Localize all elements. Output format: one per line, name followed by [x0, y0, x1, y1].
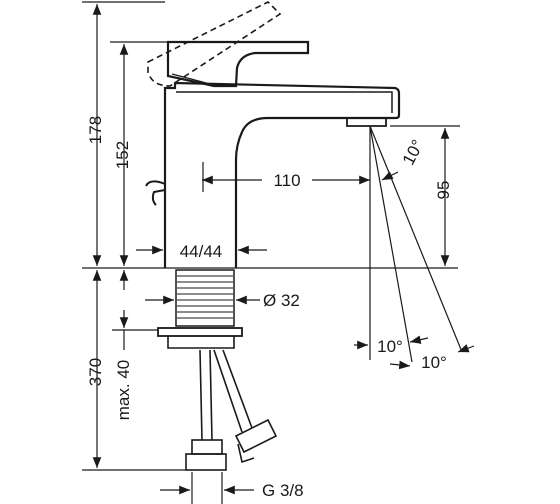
dim-shank-diameter: Ø 32 [263, 291, 300, 310]
dim-total-height: 178 [86, 116, 105, 144]
dim-angle-spray-right: 10° [421, 353, 447, 372]
dim-projection: 110 [273, 171, 300, 190]
dim-hose-length: 370 [86, 358, 105, 386]
dim-angle-spray-left: 10° [377, 337, 403, 356]
dim-outlet-height: 95 [434, 181, 453, 200]
shank-assembly [157, 269, 278, 471]
dim-spout-height: 152 [113, 141, 132, 169]
dim-max-thickness: max. 40 [114, 360, 133, 420]
dimension-lines [82, 1, 475, 504]
dim-connection-thread: G 3/8 [262, 481, 304, 500]
dim-angle-outlet: 10° [399, 137, 428, 169]
dim-body-width: 44/44 [180, 242, 223, 261]
